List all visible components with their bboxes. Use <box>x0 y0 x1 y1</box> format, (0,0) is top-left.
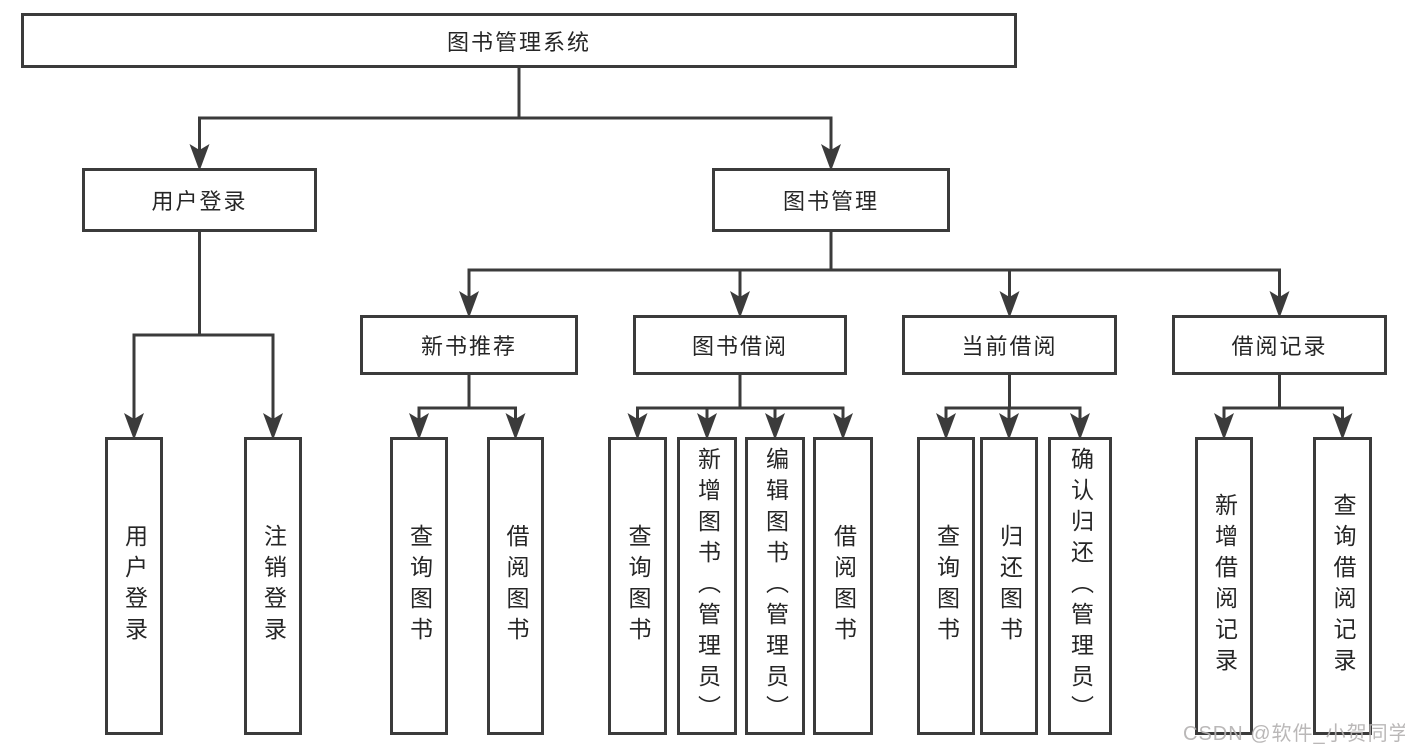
node-nb-query: 查询图书 <box>390 437 448 735</box>
connector-book-borrow <box>636 373 845 422</box>
arrowhead-book-mgmt <box>821 144 841 171</box>
node-bb-query: 查询图书 <box>608 437 667 735</box>
node-bb-borrow: 借阅图书 <box>813 437 873 735</box>
arrowhead-nb-query <box>409 413 429 440</box>
node-bb-edit: 编辑图书（管理员） <box>745 437 805 735</box>
node-label: 查询图书 <box>625 524 651 648</box>
connector-current-borrow <box>944 373 1082 422</box>
arrowhead-bb-edit <box>765 413 785 440</box>
arrowhead-user-login <box>189 144 210 171</box>
node-book-borrow: 图书借阅 <box>633 315 847 375</box>
node-ul-logout: 注销登录 <box>244 437 302 735</box>
node-label: 查询图书 <box>406 524 433 648</box>
node-cb-confirm: 确认归还（管理员） <box>1048 437 1112 735</box>
arrowhead-new-book-rec <box>459 291 479 318</box>
arrowhead-bb-add <box>697 413 717 440</box>
node-current-borrow: 当前借阅 <box>902 315 1117 375</box>
node-nb-borrow: 借阅图书 <box>487 437 544 735</box>
watermark: CSDN @软件_小贺同学 <box>1183 723 1405 745</box>
connector-new-book-rec <box>417 373 517 422</box>
arrowhead-ul-login <box>124 413 144 440</box>
node-root: 图书管理系统 <box>21 13 1017 68</box>
arrowhead-bb-borrow <box>833 413 853 440</box>
node-ul-login: 用户登录 <box>105 437 163 735</box>
arrowhead-current-borrow <box>999 291 1020 318</box>
node-label: 新增图书（管理员） <box>694 446 721 726</box>
node-label: 确认归还（管理员） <box>1067 446 1094 726</box>
node-label: 用户登录 <box>121 524 148 648</box>
node-label: 新增借阅记录 <box>1211 493 1238 679</box>
arrowhead-cb-return <box>999 413 1019 440</box>
connector-user-login <box>132 230 275 422</box>
connector-book-mgmt <box>467 230 1281 300</box>
node-label: 查询借阅记录 <box>1330 493 1356 679</box>
node-cb-return: 归还图书 <box>980 437 1038 735</box>
arrowhead-br-query <box>1332 413 1353 440</box>
node-book-mgmt: 图书管理 <box>712 168 950 232</box>
node-label: 借阅图书 <box>503 524 529 648</box>
arrowhead-cb-confirm <box>1070 413 1090 440</box>
arrowhead-borrow-records <box>1269 291 1290 318</box>
node-br-add: 新增借阅记录 <box>1195 437 1253 735</box>
node-label: 归还图书 <box>996 524 1023 648</box>
node-label: 查询图书 <box>933 524 960 648</box>
node-cb-query: 查询图书 <box>917 437 975 735</box>
arrowhead-ul-logout <box>263 413 283 440</box>
arrowhead-nb-borrow <box>505 413 526 440</box>
connector-root <box>198 66 833 153</box>
node-new-book-rec: 新书推荐 <box>360 315 578 375</box>
arrowhead-book-borrow <box>730 291 750 318</box>
node-label: 注销登录 <box>260 524 287 648</box>
arrowhead-br-add <box>1214 413 1234 440</box>
connector-borrow-records <box>1222 373 1344 422</box>
node-label: 借阅图书 <box>830 524 857 648</box>
node-label: 编辑图书（管理员） <box>762 446 789 726</box>
arrowhead-bb-query <box>627 413 648 440</box>
node-br-query: 查询借阅记录 <box>1313 437 1372 735</box>
node-bb-add: 新增图书（管理员） <box>677 437 737 735</box>
arrowhead-cb-query <box>936 413 956 440</box>
node-borrow-records: 借阅记录 <box>1172 315 1387 375</box>
node-user-login: 用户登录 <box>82 168 317 232</box>
